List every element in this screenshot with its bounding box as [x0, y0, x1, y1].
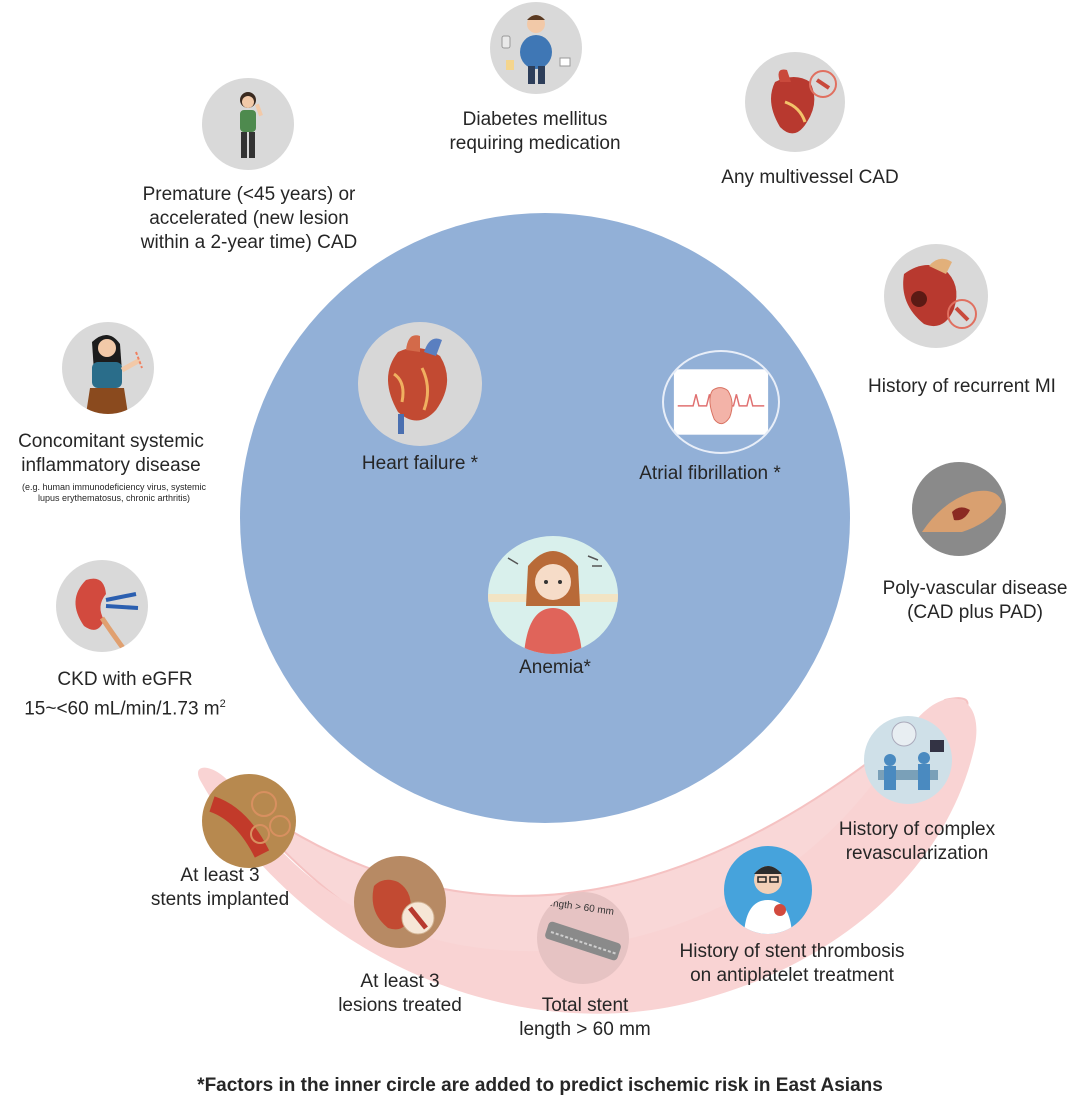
- woman-joint-pain-icon: [62, 322, 154, 414]
- heart-vessels-icon: [745, 52, 845, 152]
- anemia-label: Anemia*: [519, 657, 591, 678]
- heart-infarction-icon: [884, 244, 988, 348]
- lesion-heart-icon: [354, 856, 446, 948]
- inflammatory-label: Concomitant systemic inflammatory diseas…: [18, 431, 204, 476]
- coronary-stents-icon: [202, 774, 296, 868]
- stent-length-label: Total stent length > 60 mm: [519, 995, 651, 1040]
- inflammatory-examples: (e.g. human immunodeficiency virus, syst…: [21, 482, 207, 503]
- atrial-fibrillation-icon: [662, 350, 780, 454]
- kidney-icon: [56, 560, 148, 652]
- multivessel-label: Any multivessel CAD: [721, 167, 899, 188]
- polyvascular-label: Poly-vascular disease (CAD plus PAD): [882, 578, 1068, 623]
- operating-room-icon: [864, 716, 952, 804]
- diabetes-label: Diabetes mellitus requiring medication: [449, 109, 621, 154]
- complex-revasc-label: History of complex revascularization: [838, 819, 996, 864]
- lesions-treated-label: At least 3 lesions treated: [338, 971, 462, 1016]
- heart-anatomy-icon: [358, 322, 482, 446]
- recurrent-mi-label: History of recurrent MI: [868, 376, 1056, 397]
- atrial-fibrillation-label: Atrial fibrillation *: [639, 463, 781, 484]
- heart-failure-label: Heart failure *: [361, 453, 479, 474]
- leg-ulcer-icon: [912, 462, 1006, 556]
- ckd-label: CKD with eGFR 15~<60 mL/min/1.73 m2: [24, 669, 226, 720]
- inner-risk-circle: [240, 213, 850, 823]
- doctor-icon: [724, 846, 812, 934]
- premature-cad-label: Premature (<45 years) or accelerated (ne…: [140, 184, 358, 253]
- footnote: *Factors in the inner circle are added t…: [197, 1075, 883, 1096]
- stents-implanted-label: At least 3 stents implanted: [150, 865, 290, 910]
- stent-thrombosis-label: History of stent thrombosis on antiplate…: [679, 941, 905, 986]
- person-standing-icon: [202, 78, 294, 170]
- diabetes-person-icon: [490, 2, 582, 94]
- long-stent-icon: length > 60 mm: [537, 892, 629, 984]
- dizzy-woman-icon: [488, 536, 618, 654]
